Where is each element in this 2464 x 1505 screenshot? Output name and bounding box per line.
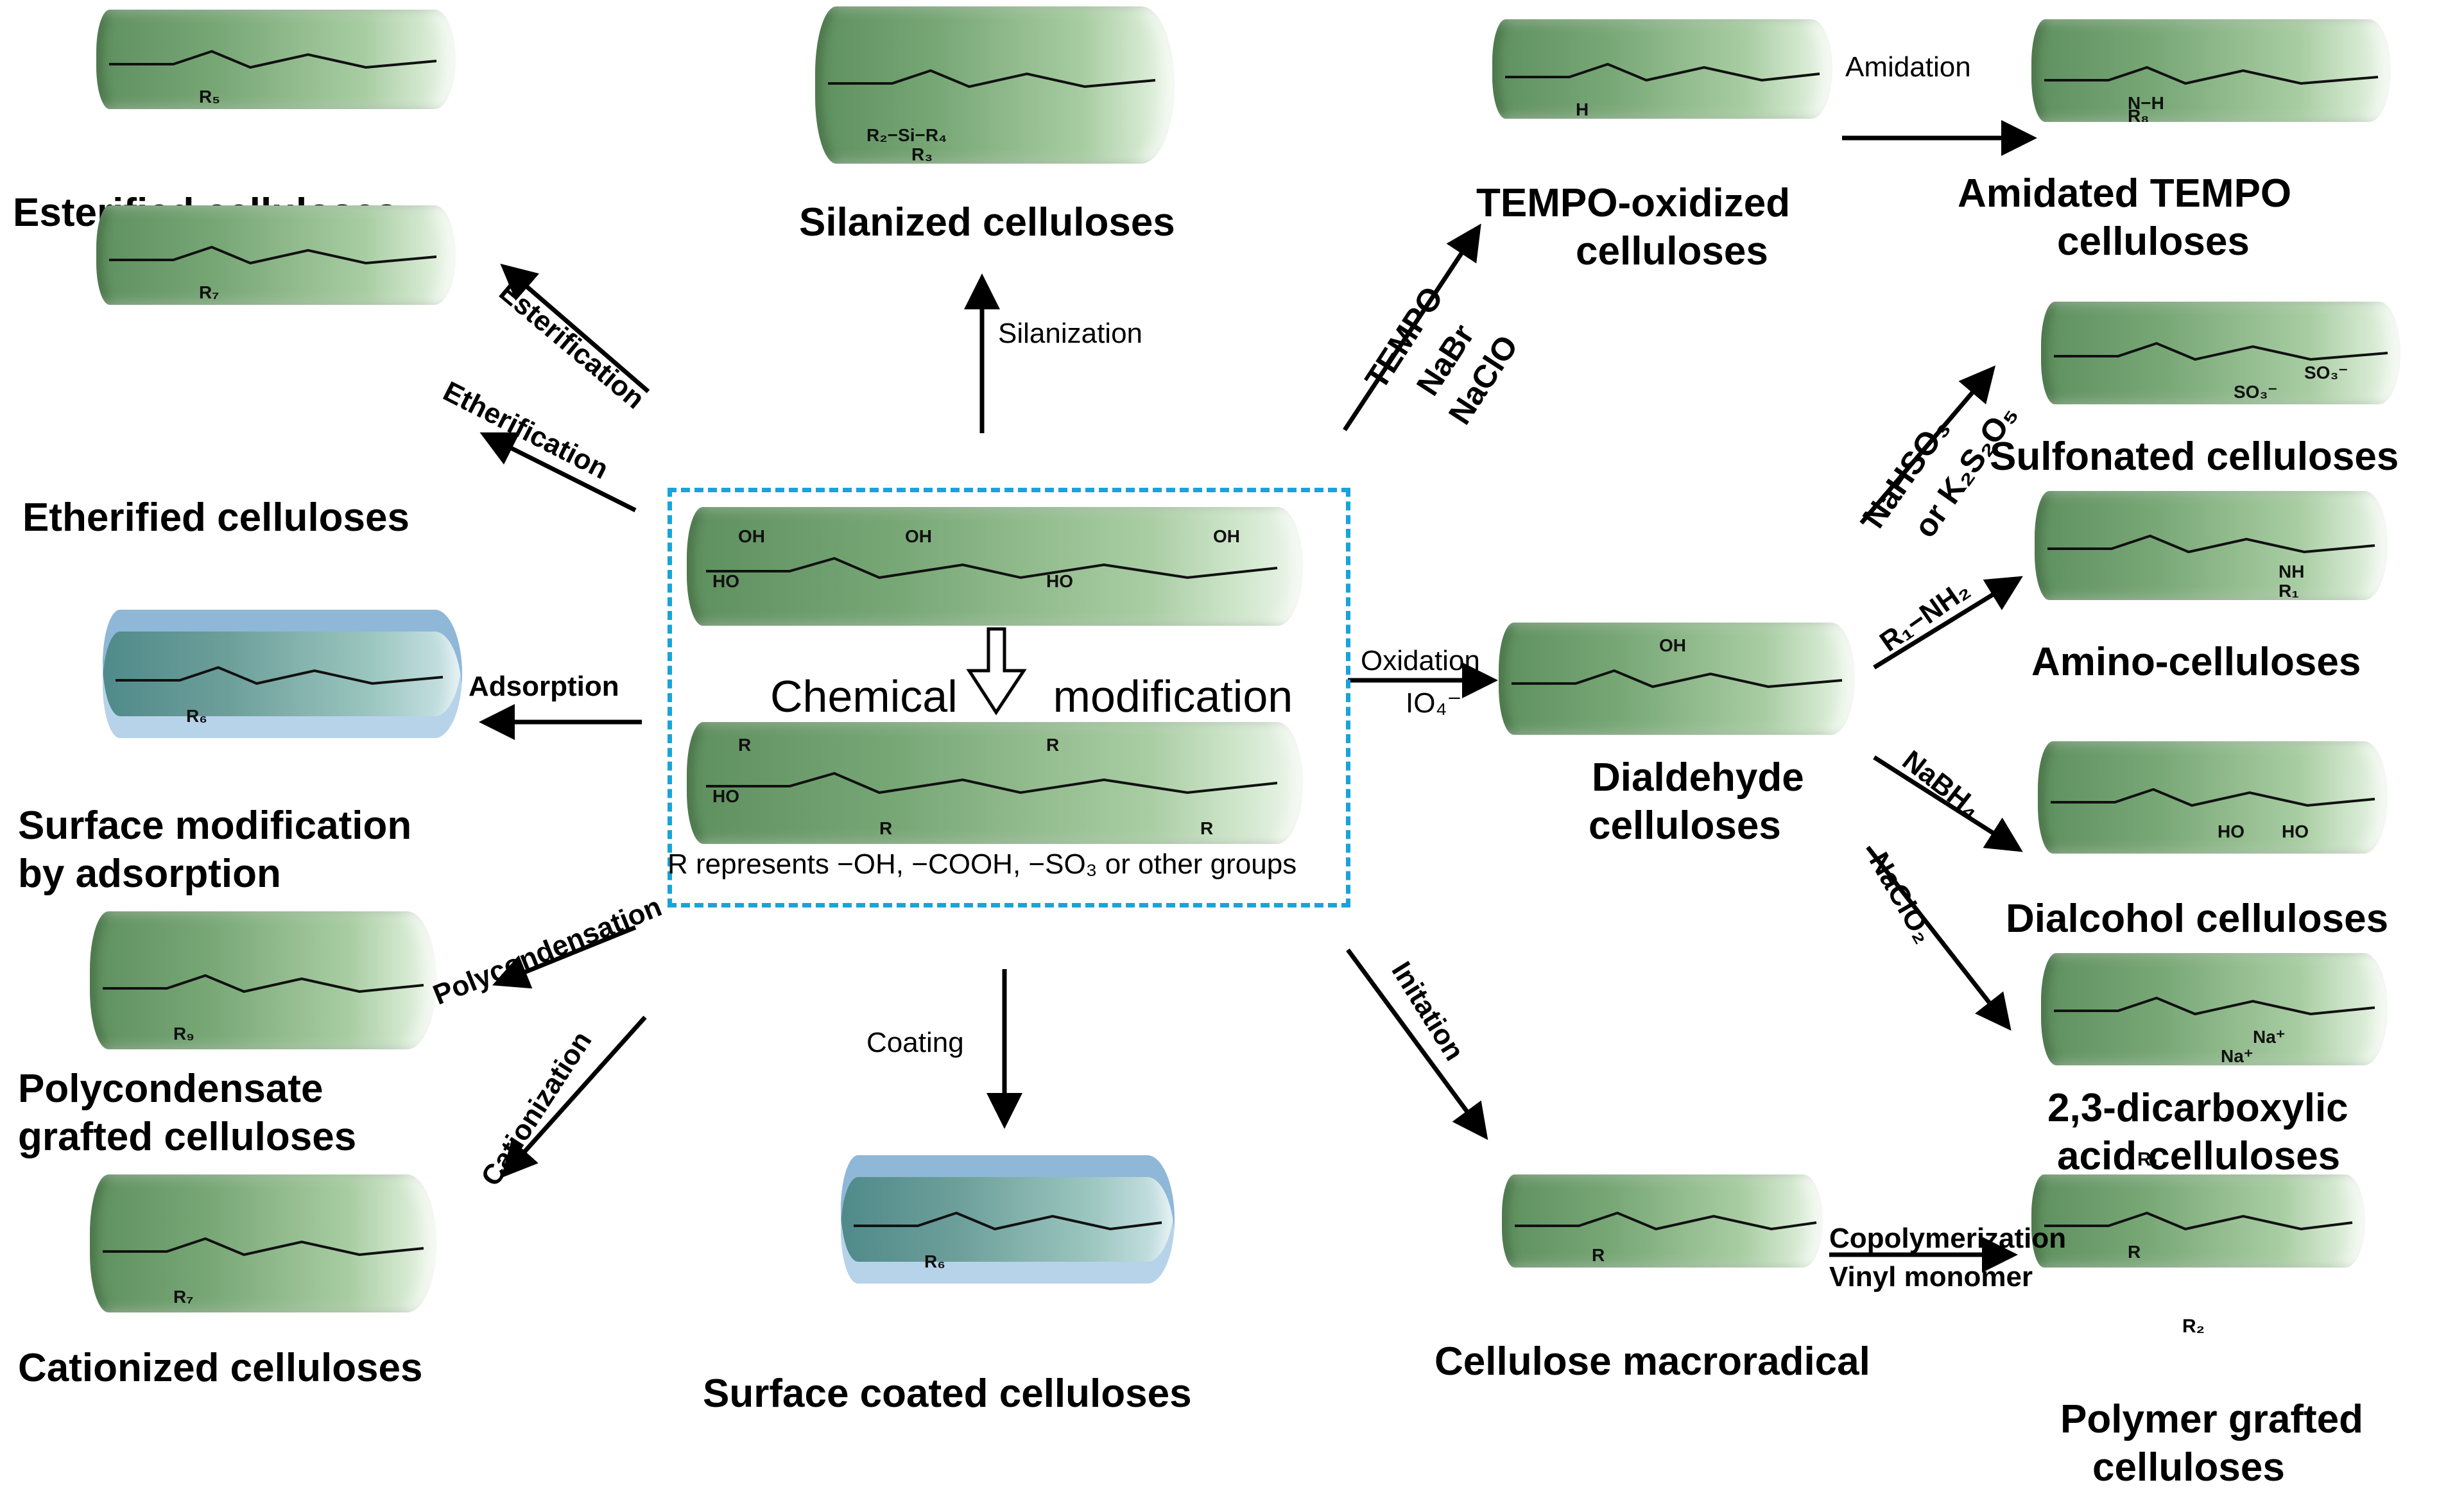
coated-title: Surface coated celluloses — [703, 1372, 1192, 1416]
arrow-tempo — [1343, 223, 1481, 431]
svg-text:SO₃⁻: SO₃⁻ — [2234, 382, 2277, 402]
vinyl-monomer-label: Vinyl monomer — [1829, 1261, 2033, 1293]
svg-text:R: R — [2128, 1242, 2141, 1262]
copolymerization-label: Copolymerization — [1829, 1223, 2067, 1254]
polymer-r1-label: R₁ — [2137, 1149, 2160, 1170]
dialdehyde-title-line1: Dialdehyde — [1592, 755, 1804, 800]
adsorption-cylinder: R₆ — [103, 610, 462, 738]
arrow-etherification — [479, 432, 637, 513]
dialcohol-cylinder: HO HO — [2038, 741, 2388, 854]
arrow-initiation — [1346, 948, 1488, 1140]
amino-title: Amino-celluloses — [2031, 640, 2361, 684]
polycondensate-title-line1: Polycondensate — [18, 1067, 323, 1111]
dicarboxylic-title-line1: 2,3-dicarboxylic — [2047, 1086, 2348, 1130]
svg-text:OH: OH — [1213, 526, 1240, 546]
macroradical-cylinder: R — [1502, 1174, 1823, 1268]
native-cellulose-cylinder: OH HO OH HO OH — [687, 507, 1303, 626]
svg-text:SO₃⁻: SO₃⁻ — [2304, 363, 2348, 383]
amidated-title-line1: Amidated TEMPO — [1958, 171, 2292, 216]
svg-text:R₆: R₆ — [186, 706, 207, 726]
svg-text:R₈: R₈ — [2128, 106, 2149, 122]
svg-text:R₇: R₇ — [199, 282, 219, 302]
svg-text:R₅: R₅ — [199, 87, 220, 107]
svg-text:HO: HO — [1046, 571, 1073, 591]
svg-text:R: R — [1046, 735, 1059, 755]
svg-text:R₉: R₉ — [173, 1024, 194, 1044]
periodate-label: IO₄⁻ — [1406, 687, 1462, 719]
svg-text:Na⁺: Na⁺ — [2253, 1027, 2286, 1047]
svg-text:HO: HO — [2282, 821, 2309, 841]
chemical-word: Chemical — [770, 671, 958, 721]
coating-label: Coating — [866, 1027, 964, 1058]
arrow-amination — [1873, 576, 2023, 669]
etherified-cylinder: R₇ — [96, 205, 456, 305]
arrow-chlorite — [1866, 845, 2012, 1031]
polymer-r2-label: R₂ — [2182, 1316, 2205, 1337]
chemical-modification-label: Chemical modification — [770, 671, 1293, 722]
arrow-sulfonation — [1859, 365, 1996, 525]
tempo-title-line2: celluloses — [1576, 229, 1768, 273]
svg-text:R: R — [1592, 1245, 1605, 1265]
sulfonated-title: Sulfonated celluloses — [1990, 434, 2399, 479]
svg-text:OH: OH — [1659, 635, 1686, 655]
amidated-title-line2: celluloses — [2057, 219, 2250, 264]
svg-text:NH: NH — [2279, 562, 2304, 581]
svg-text:H: H — [1576, 99, 1589, 119]
svg-text:HO: HO — [2218, 821, 2244, 841]
oxidation-label: Oxidation — [1361, 645, 1480, 676]
arrow-cationization — [501, 1015, 647, 1178]
r-group-note: R represents −OH, −COOH, −SO₃ or other g… — [668, 848, 1297, 880]
central-modification-box — [668, 488, 1350, 907]
silanization-label: Silanization — [998, 318, 1143, 349]
etherified-title: Etherified celluloses — [22, 495, 409, 540]
cationized-cylinder: R₇ — [90, 1174, 436, 1312]
svg-text:HO: HO — [712, 786, 739, 806]
polymer-grafted-title-line1: Polymer grafted — [2060, 1397, 2364, 1441]
tempo-title-line1: TEMPO-oxidized — [1476, 181, 1791, 225]
silanized-title: Silanized celluloses — [799, 200, 1175, 245]
esterified-cylinder: R₅ — [96, 10, 456, 109]
adsorption-title-line2: by adsorption — [18, 852, 281, 896]
arrow-reduction — [1873, 755, 2023, 852]
svg-text:R₁: R₁ — [2279, 581, 2299, 600]
svg-text:OH: OH — [905, 526, 932, 546]
dialcohol-title: Dialcohol celluloses — [2006, 897, 2389, 941]
svg-text:R₃: R₃ — [911, 144, 933, 164]
adsorption-label: Adsorption — [469, 671, 619, 702]
svg-text:N−H: N−H — [2128, 93, 2164, 113]
amidation-label: Amidation — [1845, 51, 1971, 83]
dicarboxylic-cylinder: Na⁺Na⁺ — [2041, 953, 2388, 1065]
svg-text:R₇: R₇ — [173, 1287, 193, 1307]
hollow-down-arrow-icon — [966, 627, 1027, 716]
polymer-grafted-cylinder: R — [2031, 1174, 2365, 1268]
dialdehyde-cylinder: OH — [1499, 623, 1855, 735]
svg-text:R: R — [1200, 818, 1213, 838]
svg-text:R₂−Si−R₄: R₂−Si−R₄ — [866, 125, 947, 145]
dicarboxylic-title-line2: acid celluloses — [2057, 1134, 2341, 1178]
polycondensate-title-line2: grafted celluloses — [18, 1115, 357, 1159]
arrow-polycondensation — [492, 925, 637, 989]
sulfonated-cylinder: SO₃⁻ SO₃⁻ — [2041, 302, 2400, 404]
svg-text:R: R — [879, 818, 892, 838]
modified-cellulose-cylinder: R HO R R R — [687, 722, 1303, 844]
polycondensate-cylinder: R₉ — [90, 911, 436, 1049]
adsorption-title-line1: Surface modification — [18, 804, 412, 848]
macroradical-title: Cellulose macroradical — [1434, 1339, 1870, 1384]
svg-text:R₆: R₆ — [924, 1251, 945, 1271]
svg-text:Na⁺: Na⁺ — [2221, 1046, 2253, 1065]
coated-cylinder: R₆ — [841, 1155, 1175, 1284]
modification-word: modification — [1053, 671, 1293, 721]
arrow-esterification — [500, 263, 650, 393]
svg-text:R: R — [738, 735, 751, 755]
tempo-cylinder: H — [1492, 19, 1832, 119]
svg-text:HO: HO — [712, 571, 739, 591]
svg-text:OH: OH — [738, 526, 765, 546]
polymer-grafted-title-line2: celluloses — [2092, 1445, 2285, 1490]
dialdehyde-title-line2: celluloses — [1589, 804, 1781, 848]
cationized-title: Cationized celluloses — [18, 1346, 423, 1390]
